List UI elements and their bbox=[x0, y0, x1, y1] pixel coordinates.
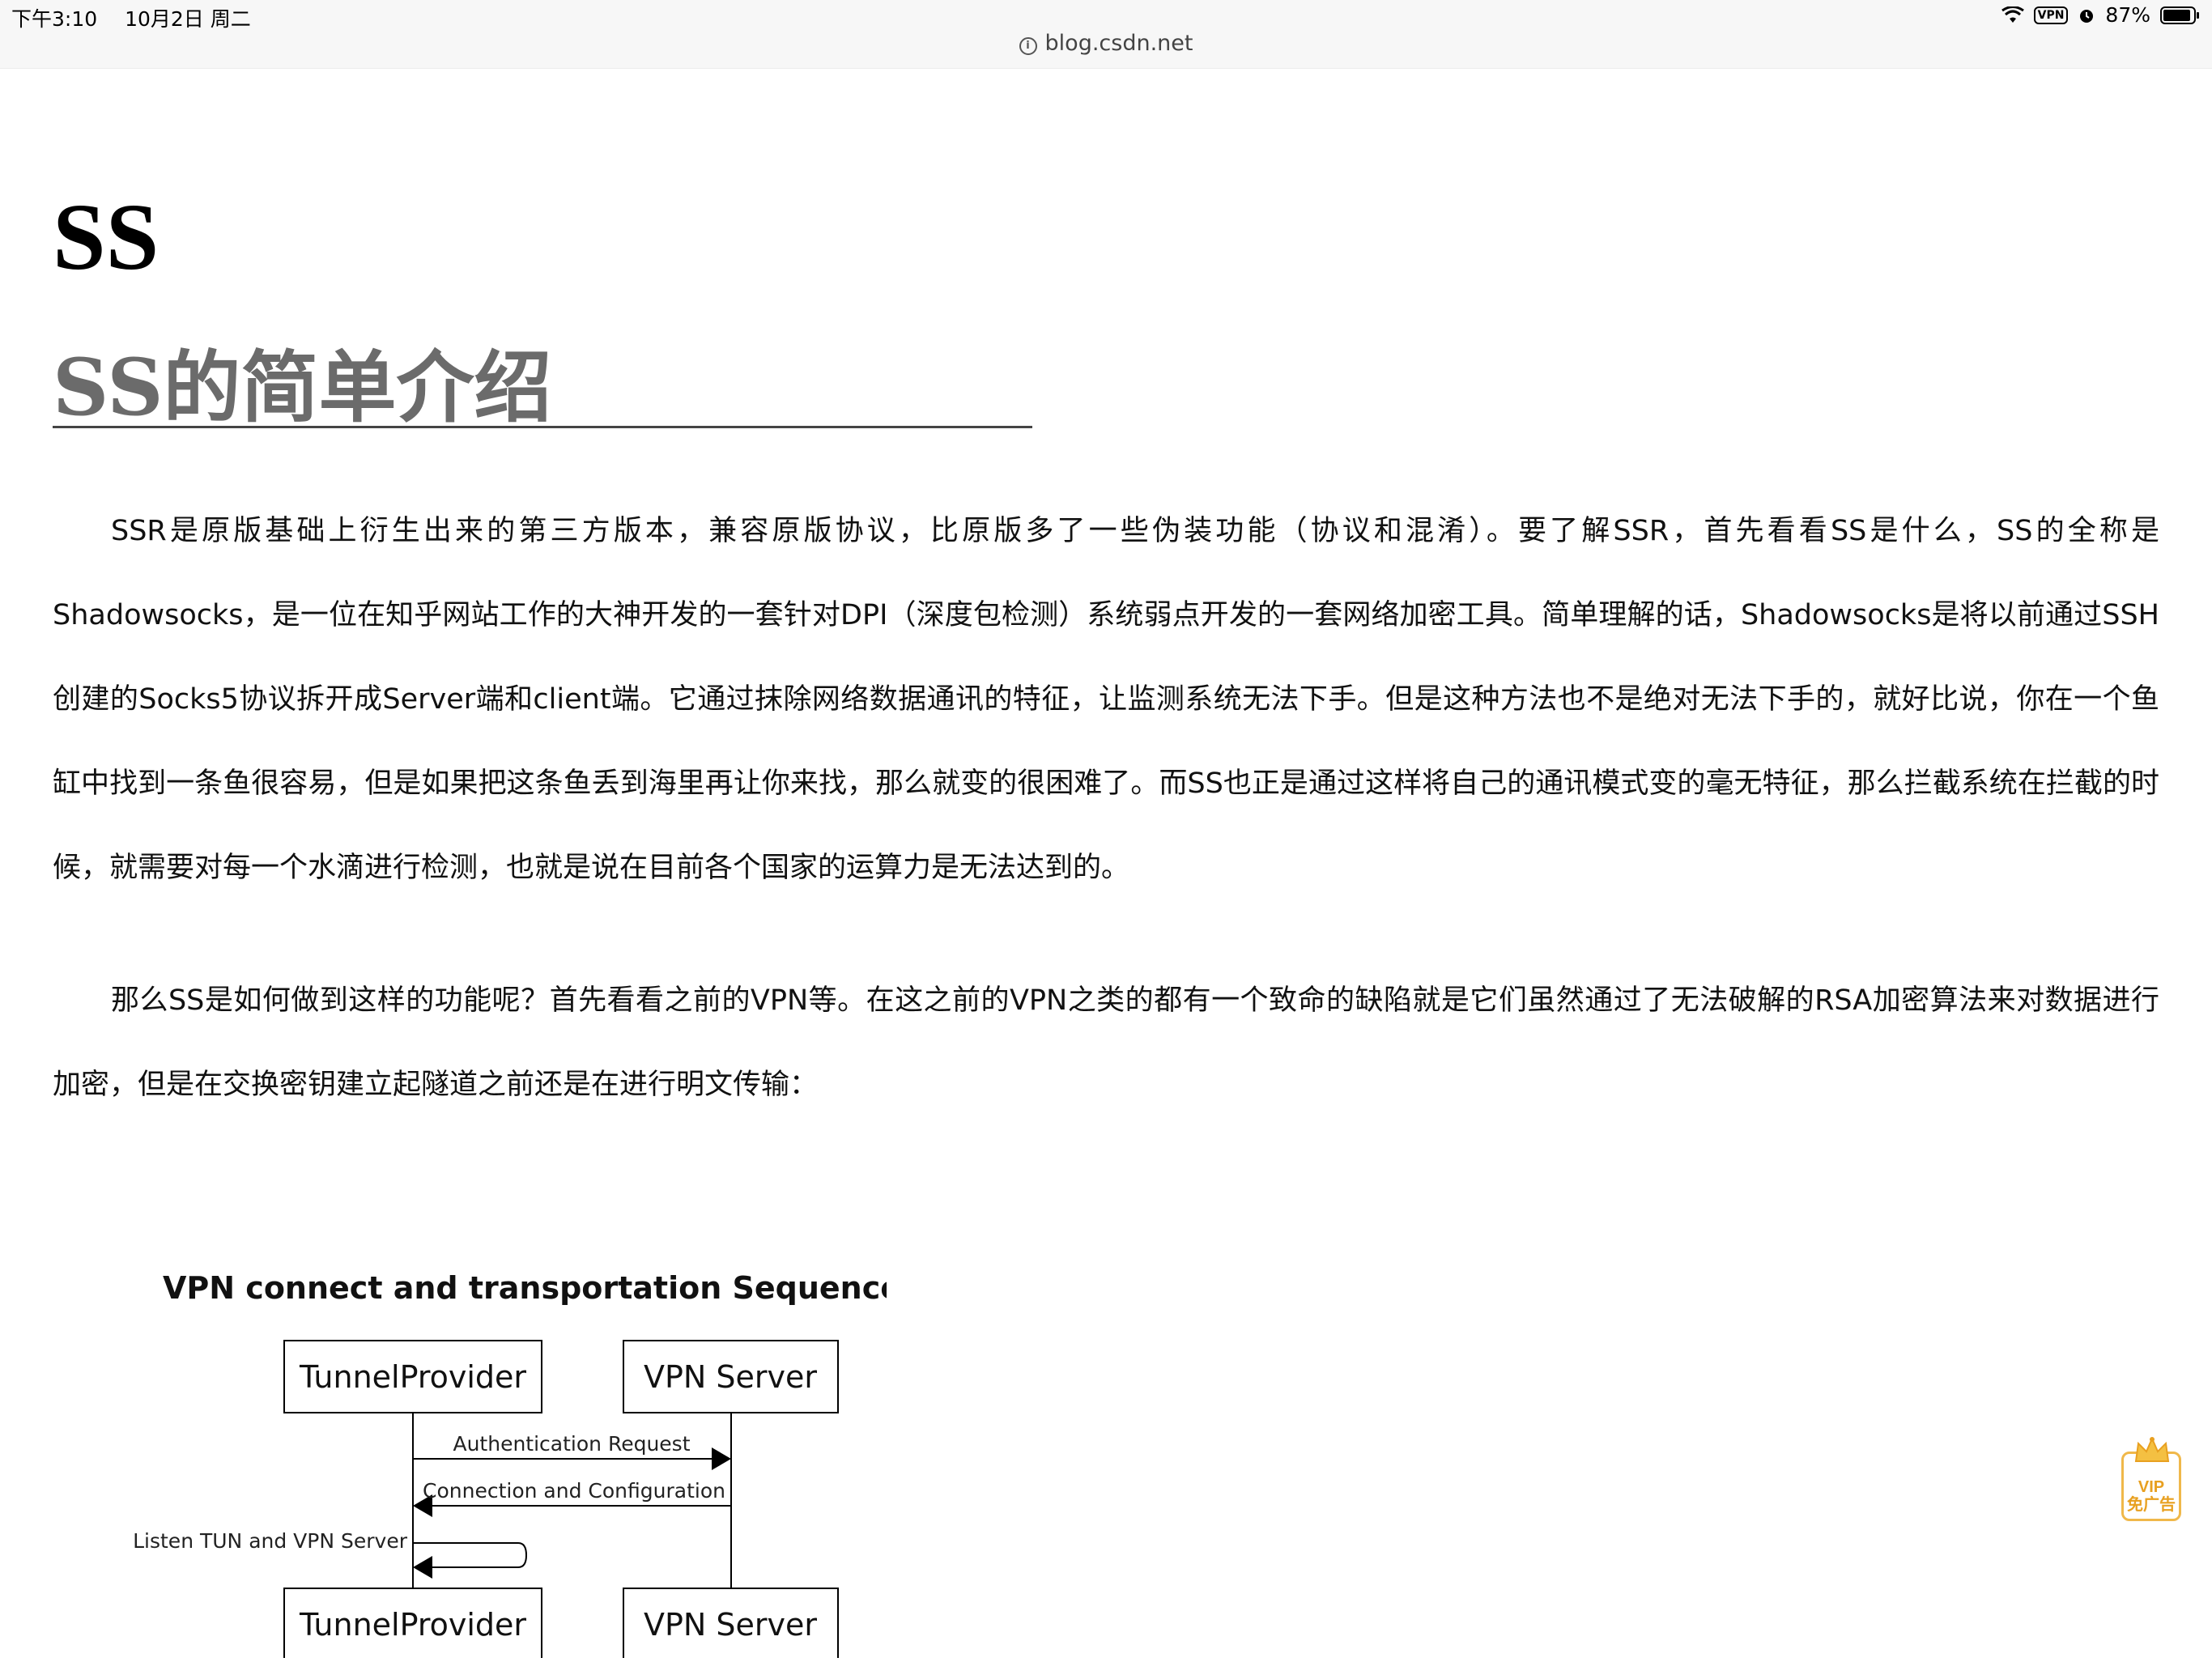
participant-box-vpn-server-bottom bbox=[623, 1588, 839, 1661]
paragraph-vpn: 那么SS是如何做到这样的功能呢？首先看看之前的VPN等。在这之前的VPN之类的都… bbox=[53, 984, 2159, 1101]
vip-ad-free-button[interactable]: VIP 免广告 bbox=[2120, 1437, 2184, 1524]
message-label-auth: Authentication Request bbox=[453, 1432, 690, 1456]
participant-label-vpn-server-top: VPN Server bbox=[644, 1359, 817, 1395]
message-label-listen: Listen TUN and VPN Server bbox=[133, 1529, 408, 1553]
message-label-config: Connection and Configuration bbox=[423, 1479, 725, 1503]
status-time: 下午3:10 bbox=[11, 7, 98, 31]
participant-box-tunnelprovider-bottom bbox=[283, 1588, 542, 1661]
sequence-diagram: VPN connect and transportation Sequence … bbox=[93, 1198, 901, 1661]
vpn-icon: VPN bbox=[2033, 6, 2069, 24]
wifi-icon bbox=[2001, 6, 2024, 23]
status-bar: 下午3:10 10月2日 周二 VPN 87% i blog.csdn.net bbox=[0, 0, 2212, 69]
message-arrow-listen bbox=[413, 1542, 528, 1579]
article-heading-h2: SS的简单介绍 bbox=[53, 345, 1032, 430]
diagram-title: VPN connect and transportation Sequence bbox=[163, 1270, 887, 1306]
paragraph-intro: SSR是原版基础上衍生出来的第三方版本，兼容原版协议，比原版多了一些伪装功能（协… bbox=[53, 515, 2159, 884]
vip-label: VIP bbox=[2138, 1478, 2165, 1496]
vip-ad-free-label: 免广告 bbox=[2127, 1496, 2176, 1514]
participant-label-tunnelprovider-bottom: TunnelProvider bbox=[299, 1607, 526, 1643]
status-left: 下午3:10 10月2日 周二 bbox=[11, 3, 272, 32]
info-icon[interactable]: i bbox=[1019, 37, 1037, 55]
participant-label-tunnelprovider-top: TunnelProvider bbox=[299, 1359, 526, 1395]
participant-box-vpn-server-top bbox=[623, 1340, 839, 1413]
status-right: VPN 87% bbox=[2001, 3, 2201, 27]
battery-percent: 87% bbox=[2105, 3, 2150, 27]
participant-box-tunnelprovider-top bbox=[283, 1340, 542, 1413]
crown-icon bbox=[2134, 1437, 2170, 1462]
participant-label-vpn-server-bottom: VPN Server bbox=[644, 1607, 817, 1643]
alarm-icon bbox=[2080, 9, 2094, 23]
article-heading-h1: SS bbox=[53, 184, 160, 290]
status-date: 10月2日 周二 bbox=[125, 7, 251, 31]
address-bar[interactable]: i blog.csdn.net bbox=[0, 31, 2212, 56]
battery-icon bbox=[2160, 6, 2199, 24]
url-text: blog.csdn.net bbox=[1044, 31, 1193, 56]
vip-box: VIP 免广告 bbox=[2121, 1452, 2181, 1521]
sequence-diagram-svg: VPN connect and transportation Sequence … bbox=[133, 1270, 901, 1661]
